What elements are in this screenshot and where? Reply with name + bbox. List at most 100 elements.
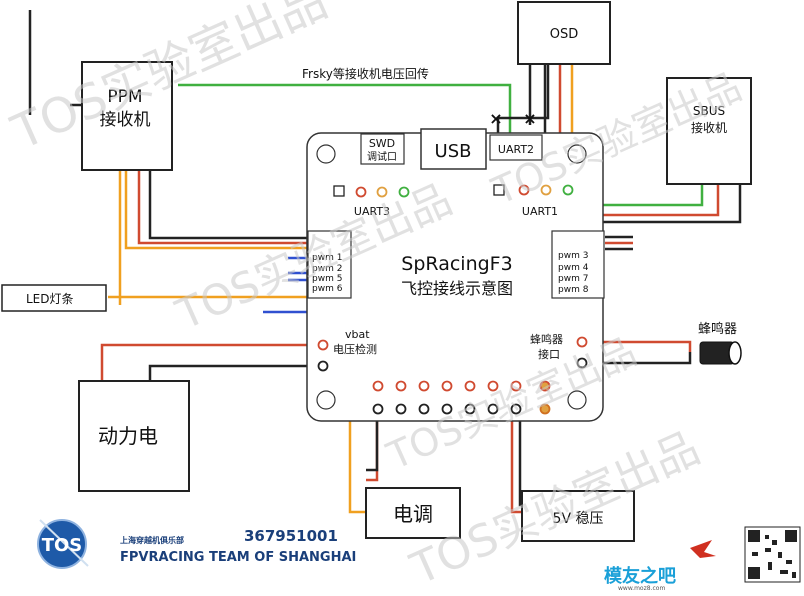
buzzer-port-label: 蜂鸣器 (530, 332, 563, 346)
motor-pad (464, 403, 476, 415)
pwm-right-3: pwm 7 (558, 274, 588, 284)
motor-pad (510, 380, 522, 392)
pwm-right-2: pwm 4 (558, 263, 589, 273)
motor-pad (487, 403, 499, 415)
club-english-name: FPVRACING TEAM OF SHANGHAI (120, 550, 356, 565)
site-badge: 模友之吧 www.moz8.com (604, 540, 716, 592)
wire-ppm-orange (124, 170, 308, 250)
pwm-right-header (551, 230, 605, 299)
pwm-right-4: pwm 8 (558, 285, 589, 295)
mount-hole-br (567, 390, 587, 410)
plane-icon (690, 540, 716, 558)
regulator-label: 5V 稳压 (553, 511, 604, 527)
wire-buzzer-black (583, 352, 692, 365)
uart3-label: UART3 (354, 205, 390, 218)
ppm-receiver-box: PPM 接收机 (81, 61, 173, 171)
sbus-receiver-box: SBUS 接收机 (666, 77, 752, 185)
buzzer-port-sublabel: 接口 (538, 348, 560, 361)
cut-mark-2: × (523, 109, 536, 128)
motor-pad (372, 380, 384, 392)
motor-pad (395, 380, 407, 392)
cut-mark-1: × (489, 109, 502, 128)
wire-power-black (148, 364, 308, 380)
uart3-pad-gold (376, 186, 388, 198)
uart3-pad-green (398, 186, 410, 198)
uart3-pad-square (333, 185, 345, 197)
pwm-left-4: pwm 6 (312, 284, 343, 294)
board-title: SpRacingF3 (401, 253, 512, 275)
wire-5v-red (510, 388, 522, 514)
motor-pad (539, 380, 551, 392)
vbat-pad-black (317, 360, 329, 372)
sbus-sublabel: 接收机 (691, 120, 727, 135)
motor-pads-bottom-row (372, 403, 551, 415)
ppm-label: PPM (107, 87, 142, 107)
osd-box: OSD (517, 1, 611, 65)
ppm-sublabel: 接收机 (100, 110, 151, 130)
frsky-label: Frsky等接收机电压回传 (302, 66, 429, 81)
uart2-label: UART2 (498, 143, 534, 156)
usb-port (420, 128, 487, 170)
uart1-pad-green (562, 184, 574, 196)
vbat-sublabel: 电压检测 (333, 342, 377, 356)
wire-ppm-black (148, 170, 308, 240)
club-number: 367951001 (244, 527, 338, 545)
pwm-left-2: pwm 2 (312, 264, 342, 274)
tos-logo: TOS (37, 519, 89, 569)
motor-pad (464, 380, 476, 392)
osd-label: OSD (550, 27, 579, 42)
site-name: 模友之吧 (604, 565, 676, 587)
swd-label: SWD (369, 137, 395, 150)
sbus-label: SBUS (693, 104, 725, 118)
uart2-port (489, 134, 543, 161)
buzzer-pad-red (576, 336, 588, 348)
motor-pad (372, 403, 384, 415)
power-label: 动力电 (98, 424, 158, 448)
motor-pad (418, 380, 430, 392)
mount-hole-tl (316, 144, 336, 164)
pwm-right-1: pwm 3 (558, 251, 588, 261)
board-subtitle: 飞控接线示意图 (401, 279, 513, 298)
usb-label: USB (435, 141, 472, 162)
qr-code (744, 526, 801, 583)
uart1-pad-gold (540, 184, 552, 196)
mount-hole-bl (316, 390, 336, 410)
pwm-left-1: pwm 1 (312, 253, 342, 263)
power-battery-box: 动力电 (78, 380, 190, 492)
motor-pad (441, 403, 453, 415)
logo-badge: TOS (42, 535, 83, 556)
flight-controller-board: SWD 调试口 USB UART2 UART3 UART1 pwm 1 pwm … (306, 128, 605, 422)
site-url: www.moz8.com (618, 585, 665, 592)
buzzer-pad-black (576, 357, 588, 369)
esc-label: 电调 (393, 502, 433, 526)
buzzer-component: 蜂鸣器 (698, 321, 742, 365)
esc-box: 电调 (365, 487, 461, 539)
motor-pad (539, 403, 551, 415)
led-label: LED灯条 (26, 292, 74, 306)
motor-pad (418, 403, 430, 415)
vbat-pad-red (317, 339, 329, 351)
pwm-left-3: pwm 5 (312, 274, 342, 284)
uart1-pad-square (493, 184, 505, 196)
uart1-pad-red (518, 184, 530, 196)
buzzer-label: 蜂鸣器 (698, 321, 737, 337)
pwm-left-header (307, 230, 352, 299)
wire-ppm-red (137, 170, 308, 245)
wire-power-red (100, 343, 308, 380)
motor-pad (395, 403, 407, 415)
wire-esc-black (366, 410, 379, 472)
uart3-pad-red (355, 186, 367, 198)
mount-hole-tr (567, 144, 587, 164)
wire-frsky-green (178, 83, 512, 140)
club-chinese-name: 上海穿越机俱乐部 (120, 535, 184, 545)
swd-sublabel: 调试口 (367, 150, 397, 163)
motor-pad (510, 403, 522, 415)
motor-pad (487, 380, 499, 392)
swd-port (360, 133, 405, 165)
regulator-box: 5V 稳压 (521, 490, 635, 542)
wire-buzzer-red (583, 340, 692, 352)
led-strip-box: LED灯条 (1, 284, 107, 312)
motor-pads-top-row (372, 380, 551, 392)
